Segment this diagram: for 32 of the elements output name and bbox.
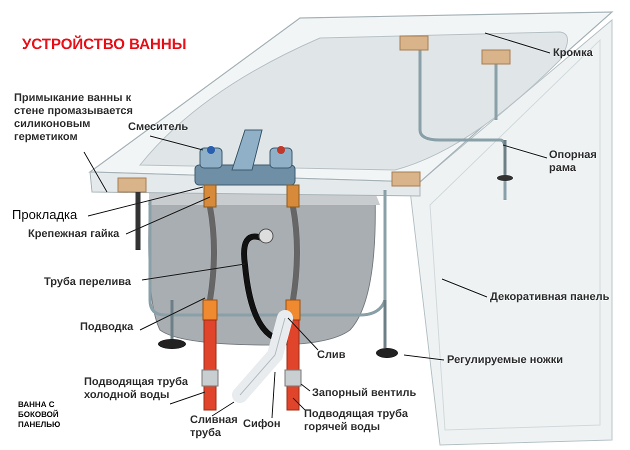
part-label: Подводка [80,321,134,334]
part-label: Смеситель [128,121,190,134]
part-label: Слив [317,349,346,362]
leader-line [84,152,108,192]
part-label: Крепежная гайка [28,228,120,241]
leader-line [170,392,206,404]
leader-line [300,384,310,392]
part-label: Сливная труба [190,414,236,440]
caption-note: ВАННА С БОКОВОЙ ПАНЕЛЬЮ [18,400,62,430]
leader-line [212,402,234,416]
leader-line [88,186,204,216]
part-label: Сифон [243,418,282,431]
part-label: Регулируемые ножки [447,354,564,367]
part-label: Прокладка [12,207,78,223]
title: УСТРОЙСТВО ВАННЫ [22,36,186,54]
part-label: Опорная рама [549,149,598,175]
part-label: Кромка [553,47,594,60]
leader-line [272,372,276,418]
part-label: Запорный вентиль [312,387,418,400]
leader-line [442,278,488,298]
leader-line [142,264,246,280]
leader-line [502,144,548,158]
part-label: Подводящая труба холодной воды [84,376,190,402]
part-label: Декоративная панель [490,291,610,304]
part-label: Подводящая труба горячей воды [304,408,410,434]
leader-line [140,298,206,330]
leader-line [404,354,444,360]
part-label: Труба перелива [44,276,132,289]
leader-line [292,398,306,410]
leader-line [150,136,204,150]
leader-line [126,196,210,234]
leader-line [484,32,550,54]
